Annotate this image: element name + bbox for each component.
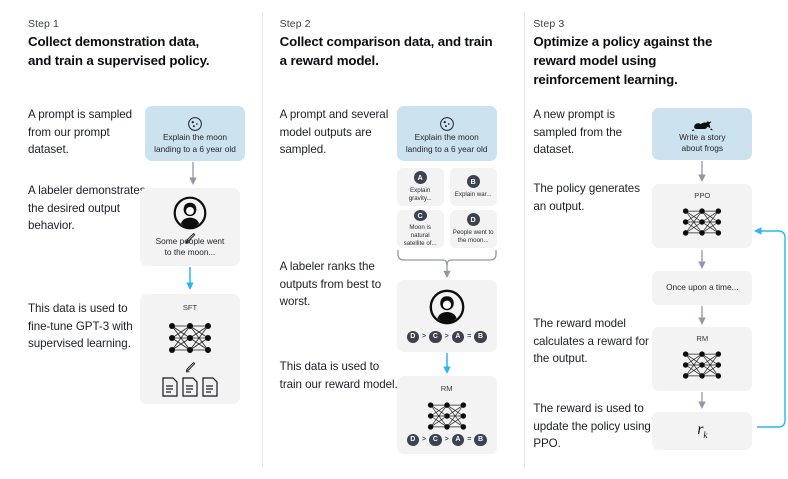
neural-network-icon: [674, 345, 730, 385]
prompt-card-text: Write a story about frogs: [679, 131, 726, 153]
reward-formula-base: r: [697, 421, 704, 439]
option-text: Explain gravity...: [408, 186, 432, 202]
option-badge: A: [413, 170, 427, 184]
step-1-paragraph-2: A labeler demonstrates the desired outpu…: [28, 184, 146, 233]
step-3-column: Step 3 Optimize a policy against the rew…: [525, 0, 788, 479]
step-2-paragraph-1: A prompt and several model outputs are s…: [279, 108, 389, 157]
step-2-title: Collect comparison data, and train a rew…: [279, 34, 493, 68]
output-card[interactable]: Once upon a time...: [652, 271, 753, 305]
labeler-avatar-icon: [173, 196, 207, 230]
prompt-card[interactable]: Write a story about frogs: [652, 108, 753, 160]
neural-network-icon: [674, 202, 730, 242]
reward-card[interactable]: rk: [652, 412, 753, 450]
neural-network-icon: [419, 396, 475, 436]
column-divider: [261, 12, 263, 467]
rank-operator: >: [422, 333, 427, 341]
option-card-a[interactable]: A Explain gravity...: [396, 168, 444, 206]
step-3-paragraph-1: A new prompt is sampled from the dataset…: [533, 108, 623, 157]
arrow-down-blue-icon: [442, 353, 452, 375]
prompt-card-text: Explain the moon landing to a 6 year old: [405, 132, 488, 154]
rank-badge: B: [474, 330, 487, 343]
rank-operator: >: [444, 436, 449, 444]
sft-caption: SFT: [182, 303, 198, 312]
step-2-label: Step 2: [279, 18, 311, 30]
rank-operator: =: [467, 333, 472, 341]
rank-badge: A: [451, 330, 465, 343]
rm-caption: RM: [696, 334, 709, 343]
ranking-row: D > C > A = B: [406, 433, 487, 446]
prompt-card[interactable]: Explain the moon landing to a 6 year old: [396, 106, 497, 161]
rm-caption: RM: [440, 384, 453, 393]
rank-operator: >: [444, 333, 449, 341]
ppo-card[interactable]: PPO: [652, 184, 753, 248]
rank-operator: >: [422, 436, 427, 444]
moon-icon: [186, 115, 204, 133]
option-badge: B: [466, 174, 480, 188]
moon-icon: [438, 115, 456, 133]
step-2-column: Step 2 Collect comparison data, and trai…: [263, 0, 526, 479]
arrow-down-icon: [697, 306, 707, 326]
step-3-label: Step 3: [533, 18, 565, 30]
step-3-paragraph-4: The reward is used to update the policy …: [533, 402, 651, 451]
prompt-card[interactable]: Explain the moon landing to a 6 year old: [145, 106, 245, 161]
merge-brace-icon: [395, 248, 499, 274]
step-1-paragraph-1: A prompt is sampled from our prompt data…: [28, 108, 133, 157]
output-card-text: Once upon a time...: [666, 282, 739, 293]
rank-operator: =: [467, 436, 472, 444]
rank-badge: D: [406, 433, 420, 446]
option-text: People went to the moon...: [452, 228, 494, 244]
option-text: Moon is natural satellite of...: [403, 223, 437, 247]
step-1-title: Collect demonstration data, and train a …: [28, 34, 210, 68]
sft-card[interactable]: SFT: [140, 294, 240, 404]
prompt-card-text: Explain the moon landing to a 6 year old: [154, 132, 236, 154]
documents-icon: [161, 376, 219, 398]
arrow-down-icon: [697, 392, 707, 410]
labeler-avatar-icon: [429, 289, 465, 325]
step-1-paragraph-3: This data is used to fine-tune GPT-3 wit…: [28, 302, 133, 351]
reward-formula: rk: [697, 421, 707, 440]
step-3-paragraph-3: The reward model calculates a reward for…: [533, 317, 649, 366]
arrow-down-icon: [188, 162, 198, 186]
option-badge: D: [466, 212, 480, 226]
step-2-paragraph-3: This data is used to train our reward mo…: [279, 360, 398, 391]
labeler-card[interactable]: Some people went to the moon...: [140, 188, 240, 266]
option-card-c[interactable]: C Moon is natural satellite of...: [396, 210, 444, 248]
arrow-down-icon: [442, 263, 452, 279]
pencil-icon: [183, 360, 197, 374]
ranking-row: D > C > A = B: [406, 330, 487, 343]
neural-network-icon: [160, 316, 220, 360]
frog-icon: [691, 116, 713, 132]
rank-badge: D: [406, 330, 420, 343]
step-1-column: Step 1 Collect demonstration data, and t…: [0, 0, 263, 479]
step-2-paragraph-2: A labeler ranks the outputs from best to…: [279, 260, 382, 309]
ranking-card[interactable]: D > C > A = B: [396, 280, 497, 352]
option-card-d[interactable]: D People went to the moon...: [449, 210, 497, 248]
rank-badge: C: [429, 330, 442, 343]
rank-badge: A: [451, 433, 465, 446]
option-text: Explain war...: [454, 190, 492, 198]
rm-card[interactable]: RM: [396, 376, 497, 454]
option-card-b[interactable]: B Explain war...: [449, 168, 497, 206]
pencil-icon: [183, 231, 197, 245]
step-3-title: Optimize a policy against the reward mod…: [533, 34, 713, 87]
rank-badge: C: [429, 433, 442, 446]
step-1-label: Step 1: [28, 18, 59, 30]
labeler-card-text: Some people went to the moon...: [155, 235, 225, 257]
reward-formula-sub: k: [703, 430, 708, 441]
arrow-down-blue-icon: [185, 267, 195, 291]
rm-card[interactable]: RM: [652, 327, 753, 391]
feedback-loop-arrow-icon: [747, 196, 788, 436]
option-badge: C: [413, 210, 427, 221]
arrow-down-icon: [697, 250, 707, 270]
arrow-down-icon: [697, 161, 707, 183]
ppo-caption: PPO: [694, 191, 711, 200]
column-divider: [524, 12, 526, 467]
rank-badge: B: [474, 433, 487, 446]
step-3-paragraph-2: The policy generates an output.: [533, 182, 640, 213]
